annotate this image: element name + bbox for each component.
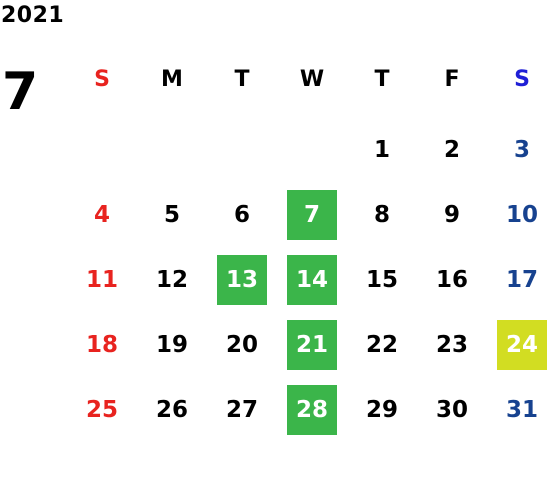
day-cell-18[interactable]: 18 — [85, 332, 118, 358]
day-cell-2[interactable]: 2 — [443, 137, 460, 163]
weekday-friday: F — [444, 67, 460, 92]
day-cell-22[interactable]: 22 — [365, 332, 398, 358]
weekday-monday: M — [161, 67, 183, 92]
day-cell-10[interactable]: 10 — [505, 202, 538, 228]
weekday-tuesday: T — [234, 67, 250, 92]
day-cell-4[interactable]: 4 — [93, 202, 110, 228]
day-cell-31[interactable]: 31 — [505, 397, 538, 423]
day-cell-25[interactable]: 25 — [85, 397, 118, 423]
day-cell-12[interactable]: 12 — [155, 267, 188, 293]
day-cell-9[interactable]: 9 — [443, 202, 460, 228]
year-label: 2021 — [1, 3, 65, 28]
day-cell-16[interactable]: 16 — [435, 267, 468, 293]
day-cell-19[interactable]: 19 — [155, 332, 188, 358]
day-cell-17[interactable]: 17 — [505, 267, 538, 293]
day-cell-30[interactable]: 30 — [435, 397, 468, 423]
day-cell-28[interactable]: 28 — [287, 385, 337, 435]
day-cell-13[interactable]: 13 — [217, 255, 267, 305]
day-cell-14[interactable]: 14 — [287, 255, 337, 305]
day-cell-5[interactable]: 5 — [163, 202, 180, 228]
day-cell-23[interactable]: 23 — [435, 332, 468, 358]
weekday-saturday: S — [514, 67, 530, 92]
day-cell-11[interactable]: 11 — [85, 267, 118, 293]
month-number: 7 — [2, 62, 39, 122]
day-cell-8[interactable]: 8 — [373, 202, 390, 228]
day-cell-7[interactable]: 7 — [287, 190, 337, 240]
weekday-sunday: S — [94, 67, 110, 92]
day-cell-24[interactable]: 24 — [497, 320, 547, 370]
weekday-thursday: T — [374, 67, 390, 92]
day-cell-26[interactable]: 26 — [155, 397, 188, 423]
day-cell-3[interactable]: 3 — [513, 137, 530, 163]
day-cell-29[interactable]: 29 — [365, 397, 398, 423]
day-cell-27[interactable]: 27 — [225, 397, 258, 423]
day-cell-15[interactable]: 15 — [365, 267, 398, 293]
day-cell-21[interactable]: 21 — [287, 320, 337, 370]
day-cell-1[interactable]: 1 — [373, 137, 390, 163]
weekday-wednesday: W — [299, 67, 325, 92]
day-cell-20[interactable]: 20 — [225, 332, 258, 358]
day-cell-6[interactable]: 6 — [233, 202, 250, 228]
